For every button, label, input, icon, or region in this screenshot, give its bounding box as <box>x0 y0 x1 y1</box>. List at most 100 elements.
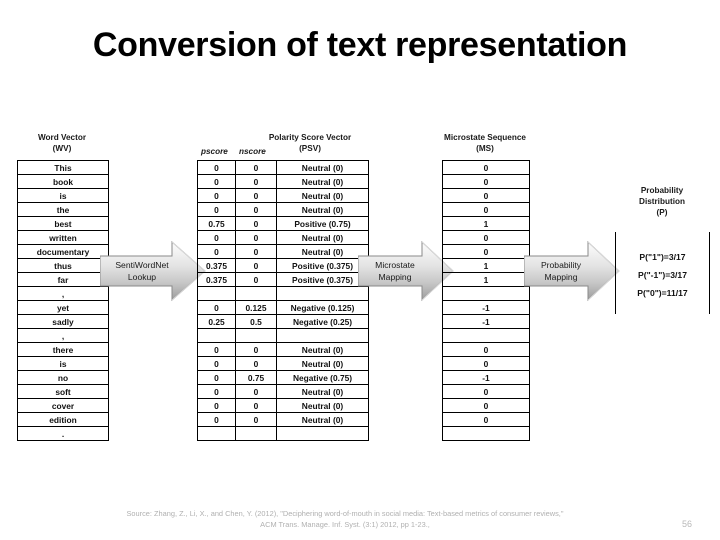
probability-value-zero: P("0")=11/17 <box>637 288 688 298</box>
psv-label-cell: Negative (0.25) <box>276 314 369 329</box>
table-row <box>442 286 530 301</box>
microstate-sequence-abbrev: (MS) <box>476 144 494 153</box>
word-vector-cell: no <box>17 370 109 385</box>
word-vector-cell: cover <box>17 398 109 413</box>
page-title: Conversion of text representation <box>92 26 628 64</box>
psv-nscore-cell <box>235 328 277 343</box>
arrow-microstate-mapping: Microstate Mapping <box>358 240 454 302</box>
microstate-cell: 0 <box>442 356 530 371</box>
psv-nscore-cell: 0 <box>235 244 277 259</box>
psv-pscore-cell: 0 <box>197 188 236 203</box>
psv-nscore-cell: 0 <box>235 202 277 217</box>
psv-label-cell: Neutral (0) <box>276 356 369 371</box>
source-citation: Source: Zhang, Z., Li, X., and Chen, Y. … <box>0 508 690 530</box>
psv-label-cell: Negative (0.125) <box>276 300 369 315</box>
source-citation-line2: ACM Trans. Manage. Inf. Syst. (3:1) 2012… <box>260 520 430 529</box>
psv-pscore-cell: 0 <box>197 300 236 315</box>
table-row: 0 <box>442 342 530 357</box>
microstate-cell <box>442 286 530 301</box>
psv-label-cell: Neutral (0) <box>276 160 369 175</box>
psv-label-cell: Neutral (0) <box>276 342 369 357</box>
table-row: documentary <box>17 244 109 259</box>
word-vector-cell: documentary <box>17 244 109 259</box>
psv-nscore-cell: 0.5 <box>235 314 277 329</box>
word-vector-cell: is <box>17 188 109 203</box>
microstate-cell <box>442 328 530 343</box>
word-vector-header: Word Vector (WV) <box>17 132 107 154</box>
psv-label-cell: Neutral (0) <box>276 398 369 413</box>
table-row: 0 <box>442 202 530 217</box>
table-row: is <box>17 356 109 371</box>
psv-pscore-cell: 0 <box>197 202 236 217</box>
psv-nscore-cell: 0 <box>235 216 277 231</box>
word-vector-title: Word Vector <box>37 133 87 142</box>
table-row: is <box>17 188 109 203</box>
microstate-cell: 0 <box>442 412 530 427</box>
psv-label-cell: Neutral (0) <box>276 202 369 217</box>
microstate-cell: 1 <box>442 216 530 231</box>
table-row: 0 <box>442 174 530 189</box>
microstate-cell: 0 <box>442 188 530 203</box>
probability-distribution-abbrev: (P) <box>656 208 668 217</box>
table-row <box>442 426 530 441</box>
psv-pscore-cell <box>197 328 236 343</box>
microstate-cell: 0 <box>442 160 530 175</box>
word-vector-cell: , <box>17 328 109 343</box>
psv-pscore-cell: 0.375 <box>197 272 236 287</box>
psv-nscore-cell <box>235 426 277 441</box>
word-vector-cell: is <box>17 356 109 371</box>
table-row: best <box>17 216 109 231</box>
microstate-cell: 0 <box>442 174 530 189</box>
psv-nscore-cell: 0 <box>235 230 277 245</box>
table-row <box>197 286 369 301</box>
microstate-cell: 1 <box>442 258 530 273</box>
probability-distribution-title-line2: Distribution <box>639 197 685 206</box>
table-row: This <box>17 160 109 175</box>
word-vector-abbrev: (WV) <box>52 144 72 153</box>
source-citation-line1: Source: Zhang, Z., Li, X., and Chen, Y. … <box>126 509 564 518</box>
table-row: thus <box>17 258 109 273</box>
table-row: yet <box>17 300 109 315</box>
table-row: soft <box>17 384 109 399</box>
word-vector-cell: there <box>17 342 109 357</box>
psv-nscore-cell: 0 <box>235 258 277 273</box>
psv-pscore-cell <box>197 286 236 301</box>
word-vector-cell: the <box>17 202 109 217</box>
psv-pscore-cell: 0 <box>197 384 236 399</box>
page-number: 56 <box>682 519 693 529</box>
table-row <box>442 328 530 343</box>
psv-nscore-cell: 0 <box>235 174 277 189</box>
psv-label-cell <box>276 328 369 343</box>
microstate-cell: -1 <box>442 370 530 385</box>
probability-distribution-box: P("1")=3/17 P("-1")=3/17 P("0")=11/17 <box>615 232 710 314</box>
word-vector-cell: This <box>17 160 109 175</box>
psv-nscore-cell: 0 <box>235 272 277 287</box>
table-row: 1 <box>442 258 530 273</box>
table-row: 0 <box>442 356 530 371</box>
psv-nscore-cell: 0 <box>235 398 277 413</box>
microstate-cell: 0 <box>442 398 530 413</box>
table-row: , <box>17 286 109 301</box>
table-row: . <box>17 426 109 441</box>
microstate-cell: -1 <box>442 314 530 329</box>
table-row: 0 <box>442 188 530 203</box>
table-row: edition <box>17 412 109 427</box>
arrow-sentiwordnet-lookup: SentiWordNet Lookup <box>100 240 206 302</box>
table-row: sadly <box>17 314 109 329</box>
psv-pscore-subheader: pscore <box>201 147 228 156</box>
psv-label-cell: Positive (0.375) <box>276 258 369 273</box>
word-vector-cell: thus <box>17 258 109 273</box>
psv-pscore-cell: 0 <box>197 160 236 175</box>
